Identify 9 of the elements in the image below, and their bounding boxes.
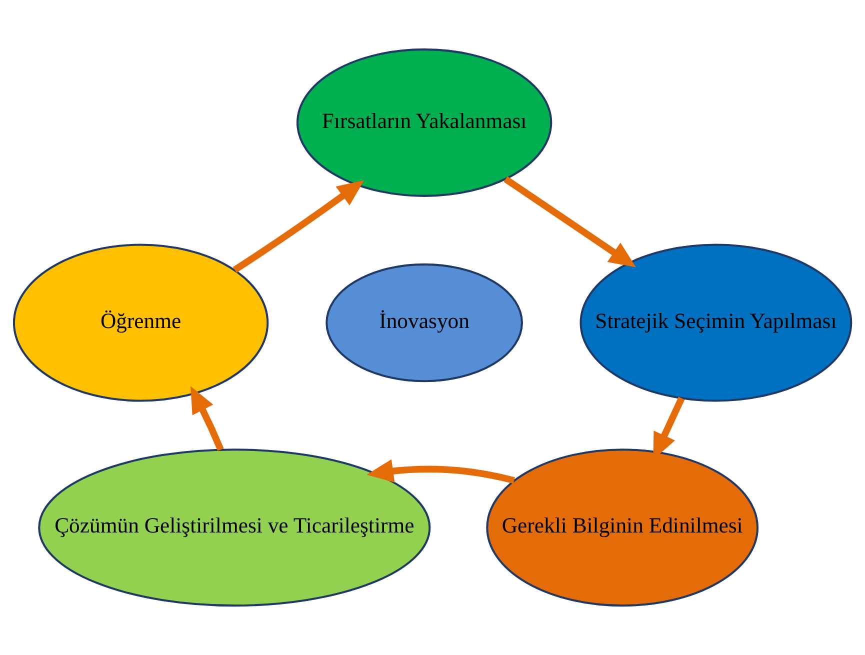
arrow bbox=[190, 386, 224, 451]
node-ellipse: Öğrenme bbox=[12, 244, 269, 402]
node-ellipse: Çözümün Geliştirilmesi ve Ticarileştirme bbox=[38, 448, 431, 607]
arrow bbox=[366, 459, 515, 484]
node-ellipse: İnovasyon bbox=[326, 263, 523, 382]
arrow bbox=[504, 176, 636, 268]
node-ellipse: Gerekli Bilginin Edinilmesi bbox=[486, 448, 759, 607]
node-ellipse: Fırsatların Yakalanması bbox=[296, 48, 552, 197]
arrow bbox=[232, 180, 364, 273]
